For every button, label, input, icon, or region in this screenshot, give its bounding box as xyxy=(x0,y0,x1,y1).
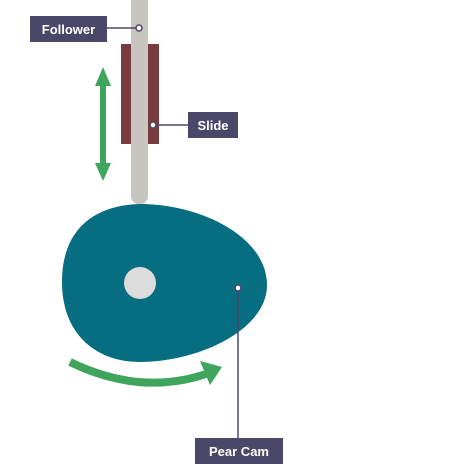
pear-cam-body xyxy=(62,204,268,362)
slide-label-box xyxy=(188,112,238,138)
pear-cam-callout: Pear Cam xyxy=(195,284,283,464)
slide-callout: Slide xyxy=(149,112,238,138)
pear-cam-label: Pear Cam xyxy=(209,444,269,459)
pear-cam-label-box xyxy=(195,438,283,464)
slide-guide-right xyxy=(148,44,159,144)
slide-leader-dot xyxy=(149,121,157,129)
vertical-motion-arrow xyxy=(95,67,111,181)
slide-guide-left xyxy=(121,44,131,144)
follower-label: Follower xyxy=(42,22,95,37)
pear-cam-leader-dot xyxy=(234,284,242,292)
follower-label-box xyxy=(30,16,107,42)
vertical-arrow-head-up xyxy=(95,67,111,86)
rotation-arrow-head xyxy=(200,361,222,385)
vertical-arrow-shaft xyxy=(100,84,106,166)
rotation-arrow-shaft xyxy=(68,358,208,387)
cam-shaft-hole xyxy=(124,267,156,299)
vertical-arrow-head-down xyxy=(95,163,111,181)
follower-leader-dot xyxy=(135,24,143,32)
follower-callout: Follower xyxy=(30,16,143,42)
follower-rod-tip xyxy=(131,187,148,205)
follower-rod xyxy=(131,0,148,196)
slide-label: Slide xyxy=(197,118,228,133)
rotation-arrow xyxy=(68,358,222,387)
